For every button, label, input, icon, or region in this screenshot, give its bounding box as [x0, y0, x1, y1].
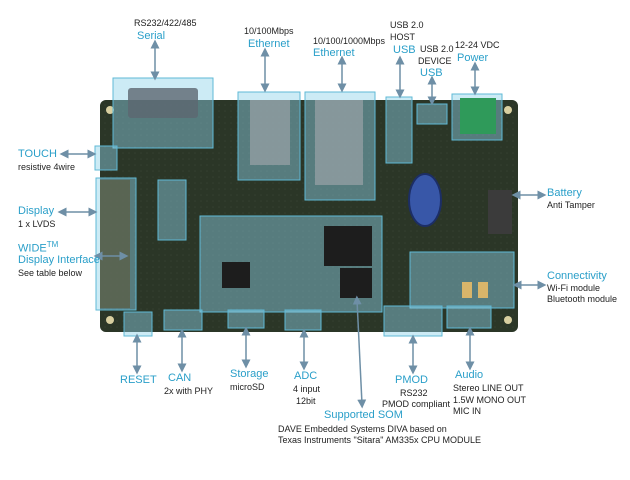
audio-sub1: Stereo LINE OUT: [453, 383, 524, 393]
connectivity-title: Connectivity: [547, 270, 607, 282]
power-title: Power: [457, 52, 489, 64]
usb-device-line2: DEVICE: [418, 56, 452, 66]
usb-host-line2: HOST: [390, 32, 416, 42]
display-sub: 1 x LVDS: [18, 219, 56, 229]
adc-sub1: 4 input: [293, 384, 321, 394]
eth100-sub: 10/100Mbps: [244, 26, 294, 36]
connectivity-module: [409, 251, 515, 309]
usb-host-title: USB: [393, 44, 416, 56]
touch-connector: [94, 145, 118, 171]
touch-title: TOUCH: [18, 148, 57, 160]
connectivity-sub2: Bluetooth module: [547, 294, 618, 304]
reset-title: RESET: [120, 374, 157, 386]
mount-hole: [504, 316, 512, 324]
pmod-sub1: RS232: [400, 388, 428, 398]
wide-sub: See table below: [18, 268, 83, 278]
storage-title: Storage: [230, 368, 269, 380]
pmod-sub2: PMOD compliant: [382, 399, 451, 409]
storage-slot: [227, 309, 265, 329]
eth1000-title: Ethernet: [313, 47, 355, 59]
mount-hole: [106, 316, 114, 324]
adc-connector: [284, 309, 322, 331]
touch-sub: resistive 4wire: [18, 162, 76, 172]
power-sub: 12-24 VDC: [455, 40, 500, 50]
usb-device-port: [416, 103, 448, 125]
wide-title: WIDETM: [18, 238, 58, 256]
usb-device-line1: USB 2.0: [420, 44, 454, 54]
audio-connector: [446, 305, 492, 329]
audio-sub3: MIC IN: [453, 406, 481, 416]
mount-hole: [504, 106, 512, 114]
wide-title-text: WIDE: [18, 242, 47, 255]
battery-sub: Anti Tamper: [547, 200, 595, 210]
adc-title: ADC: [294, 370, 318, 382]
can-connector: [163, 309, 203, 331]
serial-sub: RS232/422/485: [134, 18, 197, 28]
pmod-title: PMOD: [395, 374, 428, 386]
pmod-connector: [383, 305, 443, 337]
can-title: CAN: [168, 372, 192, 384]
display-title: Display: [18, 205, 55, 217]
som-title: Supported SOM: [324, 409, 403, 421]
can-sub: 2x with PHY: [164, 386, 214, 396]
audio-sub2: 1.5W MONO OUT: [453, 395, 527, 405]
wide-tm: TM: [46, 240, 59, 249]
eth1000-sub: 10/100/1000Mbps: [313, 36, 386, 46]
battery-title: Battery: [547, 187, 582, 199]
usb-host-port: [385, 96, 413, 164]
som-sub2: Texas Instruments "Sitara" AM335x CPU MO…: [278, 435, 481, 445]
eth100-title: Ethernet: [248, 38, 290, 50]
wide-connector: [157, 179, 187, 241]
mount-hole: [106, 106, 114, 114]
storage-sub: microSD: [230, 382, 265, 392]
connectivity-sub1: Wi-Fi module: [547, 283, 601, 293]
battery-cell: [408, 173, 442, 227]
usb-device-title: USB: [420, 67, 443, 79]
adc-sub2: 12bit: [296, 396, 316, 406]
reset-button: [123, 311, 153, 337]
usb-host-line1: USB 2.0: [390, 20, 424, 30]
serial-title: Serial: [137, 30, 166, 42]
wide-title2: Display Interface: [18, 254, 100, 266]
som-sub1: DAVE Embedded Systems DIVA based on: [278, 424, 447, 434]
audio-title: Audio: [455, 369, 484, 381]
